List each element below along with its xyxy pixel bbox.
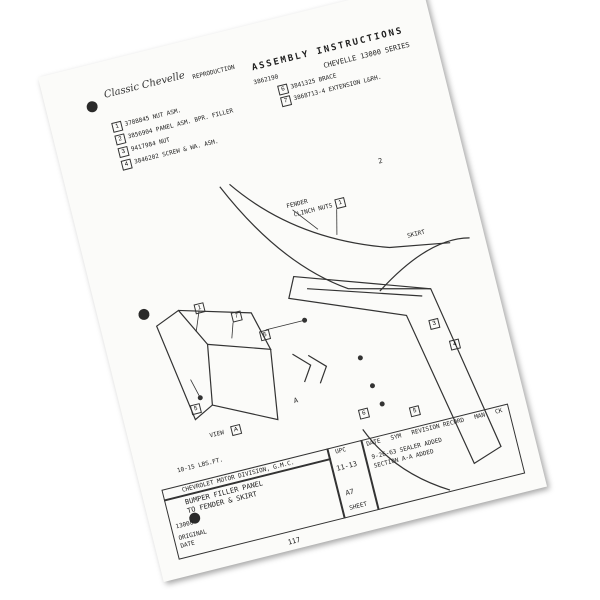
instruction-sheet: Classic Chevelle REPRODUCTION ASSEMBLY I…: [37, 0, 548, 583]
assembly-drawing: [155, 183, 502, 491]
